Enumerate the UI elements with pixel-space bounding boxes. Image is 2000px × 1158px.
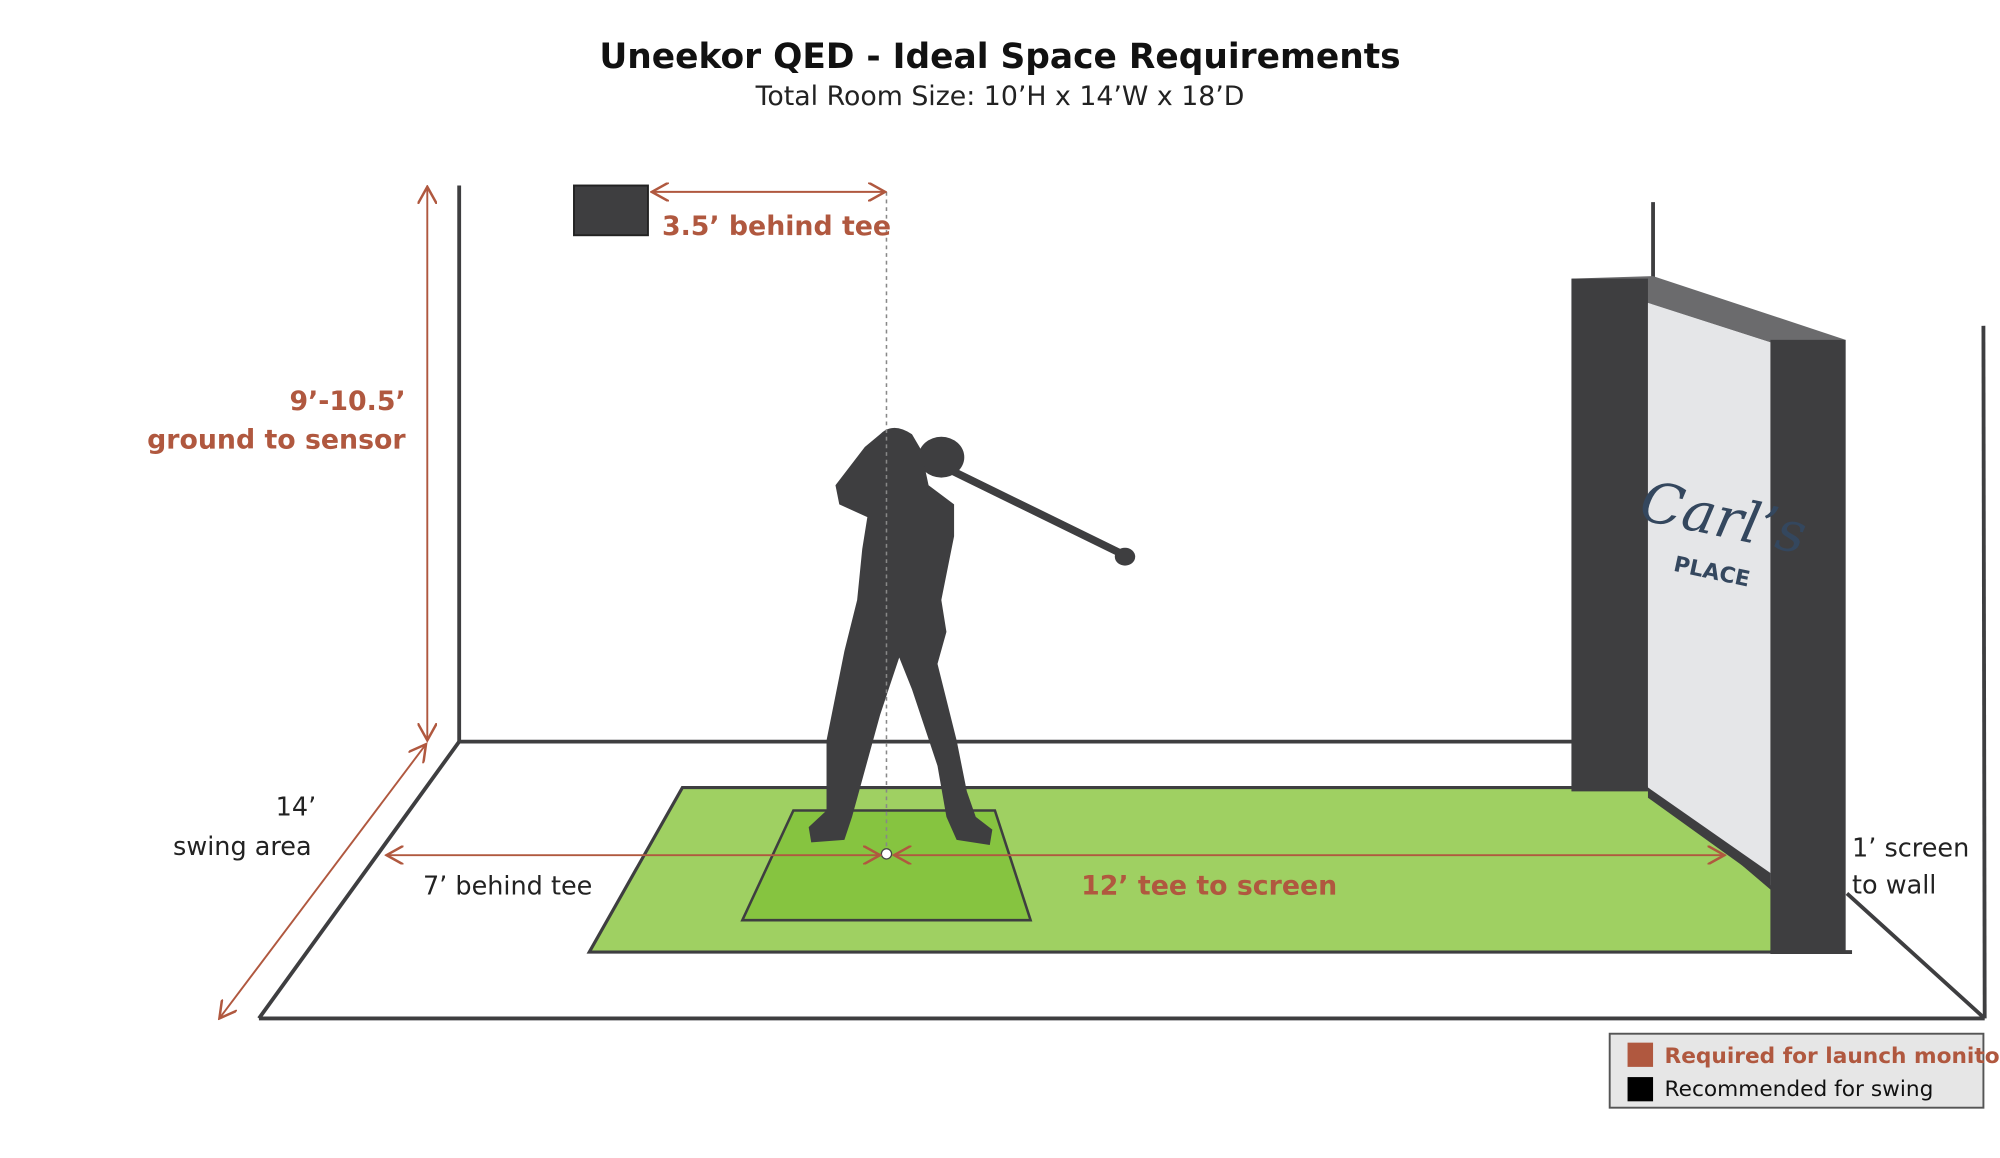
screen-to-wall-label-2: to wall: [1852, 870, 1936, 900]
swing-width-label: swing area: [173, 832, 312, 862]
swing-width-arrow: [219, 744, 426, 1018]
sensor-height-value: 9’-10.5’: [290, 386, 406, 417]
tee-to-screen-label: 12’ tee to screen: [1081, 871, 1337, 902]
legend-label-recommended: Recommended for swing: [1665, 1077, 1934, 1102]
sensor-height-label: ground to sensor: [147, 424, 406, 455]
legend-label-required: Required for launch monitor: [1665, 1044, 2000, 1069]
screen-to-wall-label-1: 1’ screen: [1852, 833, 1969, 863]
swing-width-value: 14’: [276, 793, 317, 823]
golfer-silhouette: [808, 427, 1136, 845]
impact-screen: Carl’s PLACE: [1571, 276, 1853, 954]
legend: Required for launch monitor Recommended …: [1608, 1032, 2000, 1109]
sensor-offset-label: 3.5’ behind tee: [662, 211, 891, 242]
legend-swatch-recommended: [1627, 1077, 1654, 1102]
behind-tee-label: 7’ behind tee: [423, 872, 592, 902]
golf-ball: [880, 848, 893, 860]
diagram-title: Uneekor QED - Ideal Space Requirements: [599, 37, 1400, 77]
diagram-subtitle: Total Room Size: 10’H x 14’W x 18’D: [755, 81, 1245, 112]
launch-monitor-sensor: [573, 184, 649, 237]
legend-swatch-required: [1627, 1042, 1654, 1067]
